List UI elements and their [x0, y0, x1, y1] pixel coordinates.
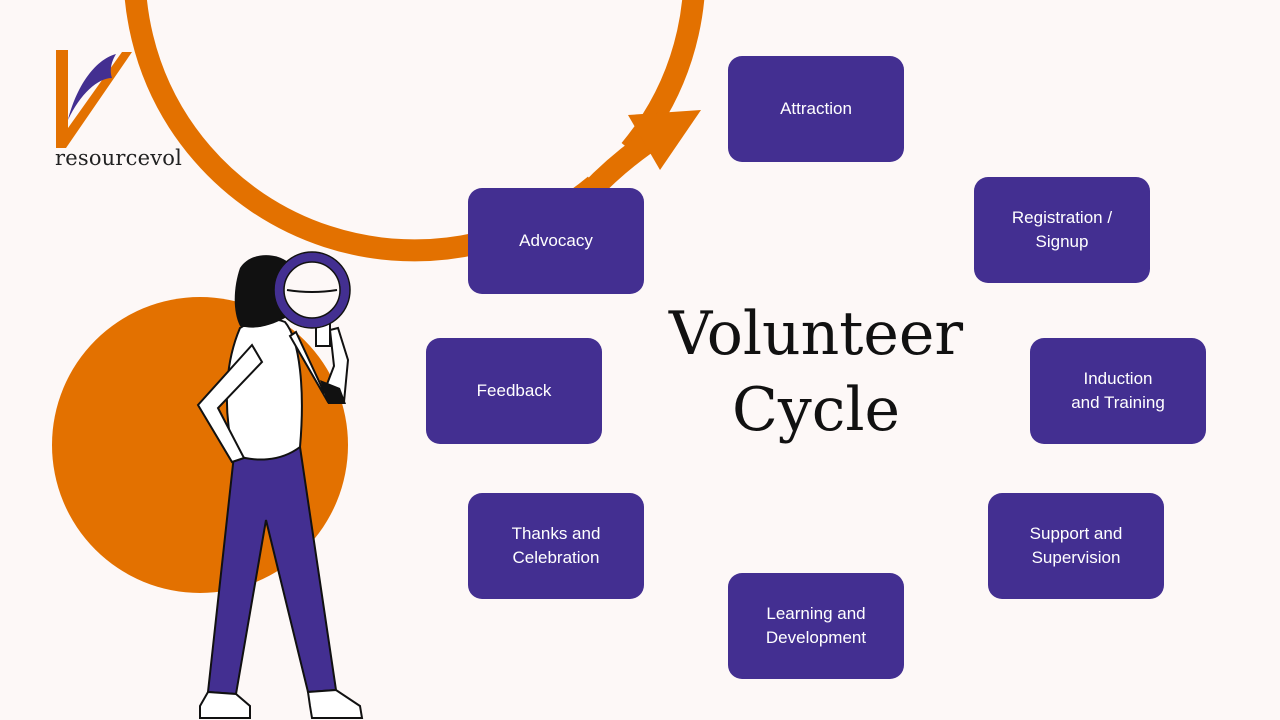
step-registration-signup: Registration / Signup [974, 177, 1150, 283]
cycle-arc [124, 0, 705, 262]
resourcevol-logo-icon [56, 50, 132, 148]
step-support-and-supervision: Support and Supervision [988, 493, 1164, 599]
step-attraction: Attraction [728, 56, 904, 162]
cycle-arrow-head-icon [628, 110, 701, 170]
woman-with-magnifier-illustration [52, 251, 364, 719]
right-shoe [306, 688, 364, 719]
diagram-title: Volunteer Cycle [668, 299, 964, 445]
hair [234, 255, 288, 328]
brand-name: resourcevol [55, 146, 183, 170]
magnifying-glass-icon [274, 252, 350, 328]
step-learning-and-development: Learning and Development [728, 573, 904, 679]
step-advocacy: Advocacy [468, 188, 644, 294]
step-thanks-and-celebration: Thanks and Celebration [468, 493, 644, 599]
arm-on-hip [196, 343, 264, 464]
left-shoe [199, 690, 251, 719]
step-induction-and-training: Induction and Training [1030, 338, 1206, 444]
step-feedback: Feedback [426, 338, 602, 444]
